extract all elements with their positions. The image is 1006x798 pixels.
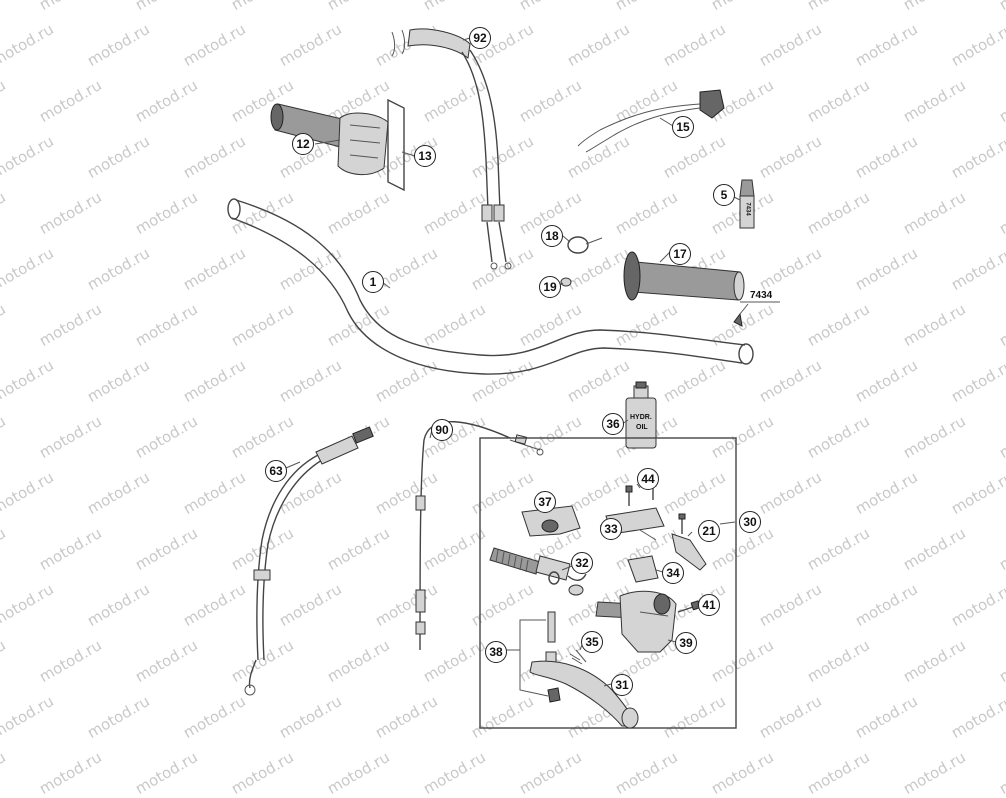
callout-5: 5: [713, 184, 735, 206]
throttle-cables: [391, 28, 512, 270]
callout-17: 17: [669, 243, 691, 265]
callout-30: 30: [739, 511, 761, 533]
clutch-assembly-frame: [479, 437, 737, 729]
callout-63: 63: [265, 460, 287, 482]
watermark-text: motod.ru: [324, 748, 393, 798]
callout-32: 32: [571, 552, 593, 574]
watermark-text: motod.ru: [996, 748, 1006, 798]
callout-33: 33: [600, 518, 622, 540]
hydraulic-oil-bottle: [625, 381, 657, 449]
watermark-text: motod.ru: [0, 748, 9, 798]
callout-34: 34: [662, 562, 684, 584]
hot-start-cable: [244, 426, 374, 696]
callout-18: 18: [541, 225, 563, 247]
watermark-text: motod.ru: [36, 748, 105, 798]
tube-label: 7434: [744, 202, 751, 216]
watermark-text: motod.ru: [612, 748, 681, 798]
bottle-label-line-1: HYDR.: [630, 414, 652, 421]
lever-screw: [671, 513, 707, 571]
callout-38: 38: [485, 641, 507, 663]
callout-92: 92: [469, 27, 491, 49]
callout-36: 36: [602, 413, 624, 435]
handlebar: [227, 198, 754, 375]
lever-pivot-pin: [545, 611, 587, 667]
cable-tie: [567, 236, 603, 254]
callout-21: 21: [698, 520, 720, 542]
diagram-drawing: [227, 28, 780, 729]
watermark-text: motod.ru: [420, 748, 489, 798]
callout-15: 15: [672, 116, 694, 138]
watermark-text: motod.ru: [900, 748, 969, 798]
callout-39: 39: [675, 632, 697, 654]
callout-13: 13: [414, 145, 436, 167]
watermark-text: motod.ru: [516, 748, 585, 798]
callout-37: 37: [534, 491, 556, 513]
callout-90: 90: [431, 419, 453, 441]
clutch-lever: [529, 660, 639, 729]
tag-7434: 7434: [750, 290, 773, 301]
left-grip: [623, 251, 745, 301]
bottle-label-line-2: OIL: [636, 424, 648, 431]
callout-1: 1: [362, 271, 384, 293]
throttle-cover-plate: [387, 98, 405, 192]
watermark-text: motod.ru: [132, 748, 201, 798]
callout-44: 44: [637, 468, 659, 490]
callout-41: 41: [698, 594, 720, 616]
adhesive-tube: [739, 179, 755, 229]
watermark-text: motod.ru: [804, 748, 873, 798]
watermark-text: motod.ru: [708, 748, 777, 798]
throttle-grip: [270, 103, 389, 175]
small-nut: [560, 277, 572, 287]
clutch-master-cylinder: [595, 590, 677, 653]
master-cylinder-piston: [489, 547, 587, 596]
clutch-cable: [415, 420, 544, 651]
callout-31: 31: [611, 674, 633, 696]
callout-12: 12: [292, 133, 314, 155]
kill-switch: [577, 89, 725, 153]
clamp-half: [521, 505, 581, 537]
adhesive-point: [733, 303, 749, 327]
watermark-text: motod.ru: [228, 748, 297, 798]
callout-35: 35: [581, 631, 603, 653]
reservoir-diaphragm: [627, 555, 659, 583]
callout-19: 19: [539, 276, 561, 298]
